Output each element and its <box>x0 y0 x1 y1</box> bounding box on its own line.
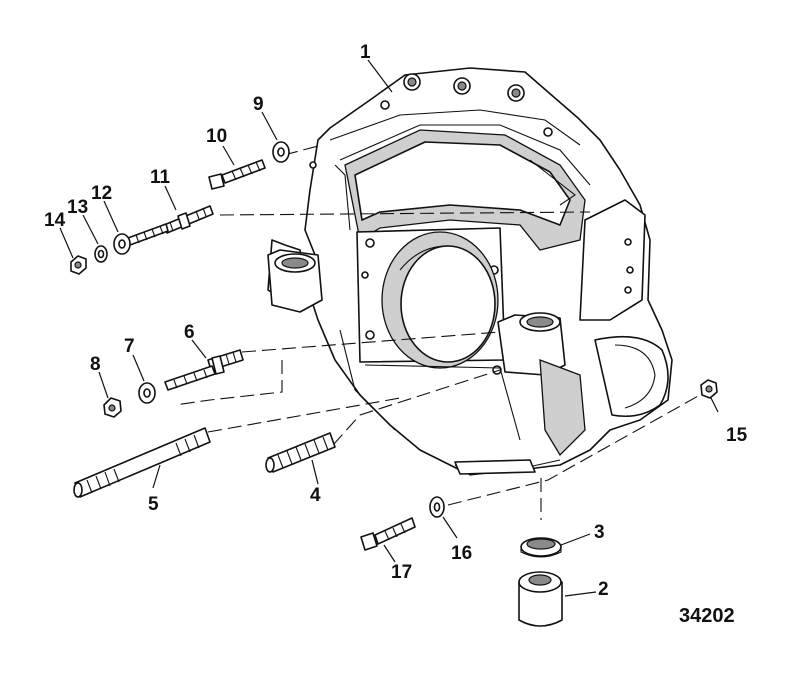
bushing-item-2 <box>518 571 563 627</box>
bolt-item-10 <box>208 159 266 190</box>
callout-9: 9 <box>253 94 264 115</box>
short-stud-item-4 <box>265 432 336 473</box>
callout-labels: 1 2 3 4 5 6 7 8 9 10 11 12 13 14 15 16 1… <box>44 42 748 600</box>
callout-15: 15 <box>726 425 748 446</box>
callout-17: 17 <box>391 562 412 583</box>
callout-2: 2 <box>598 579 609 600</box>
seal-item-3 <box>520 537 562 558</box>
callout-4: 4 <box>310 485 321 506</box>
nut-item-15 <box>700 379 718 399</box>
nut-item-14 <box>70 255 87 275</box>
callout-5: 5 <box>148 494 159 515</box>
long-stud-item-5 <box>73 427 211 498</box>
washer-item-16 <box>429 496 445 518</box>
callout-3: 3 <box>594 522 605 543</box>
stud-item-6 <box>164 349 244 391</box>
callout-8: 8 <box>90 354 101 375</box>
washer-item-9 <box>272 141 290 163</box>
figure-number: 34202 <box>679 605 735 627</box>
flywheel-housing <box>267 67 673 476</box>
callout-7: 7 <box>124 336 135 357</box>
callout-13: 13 <box>67 197 88 218</box>
callout-1: 1 <box>360 42 371 63</box>
nut-item-8 <box>103 397 122 418</box>
callout-10: 10 <box>206 126 227 147</box>
alignment-lines <box>174 145 701 520</box>
callout-11: 11 <box>150 167 171 188</box>
lockwasher-item-13 <box>94 245 108 263</box>
bolt-item-17 <box>360 517 416 551</box>
callout-14: 14 <box>44 210 66 231</box>
callout-6: 6 <box>184 322 195 343</box>
callout-12: 12 <box>91 183 112 204</box>
washer-item-7 <box>138 382 156 404</box>
leader-lines <box>59 59 719 597</box>
stud-item-11 <box>127 205 214 246</box>
washer-item-12 <box>113 233 131 255</box>
callout-16: 16 <box>451 543 472 564</box>
